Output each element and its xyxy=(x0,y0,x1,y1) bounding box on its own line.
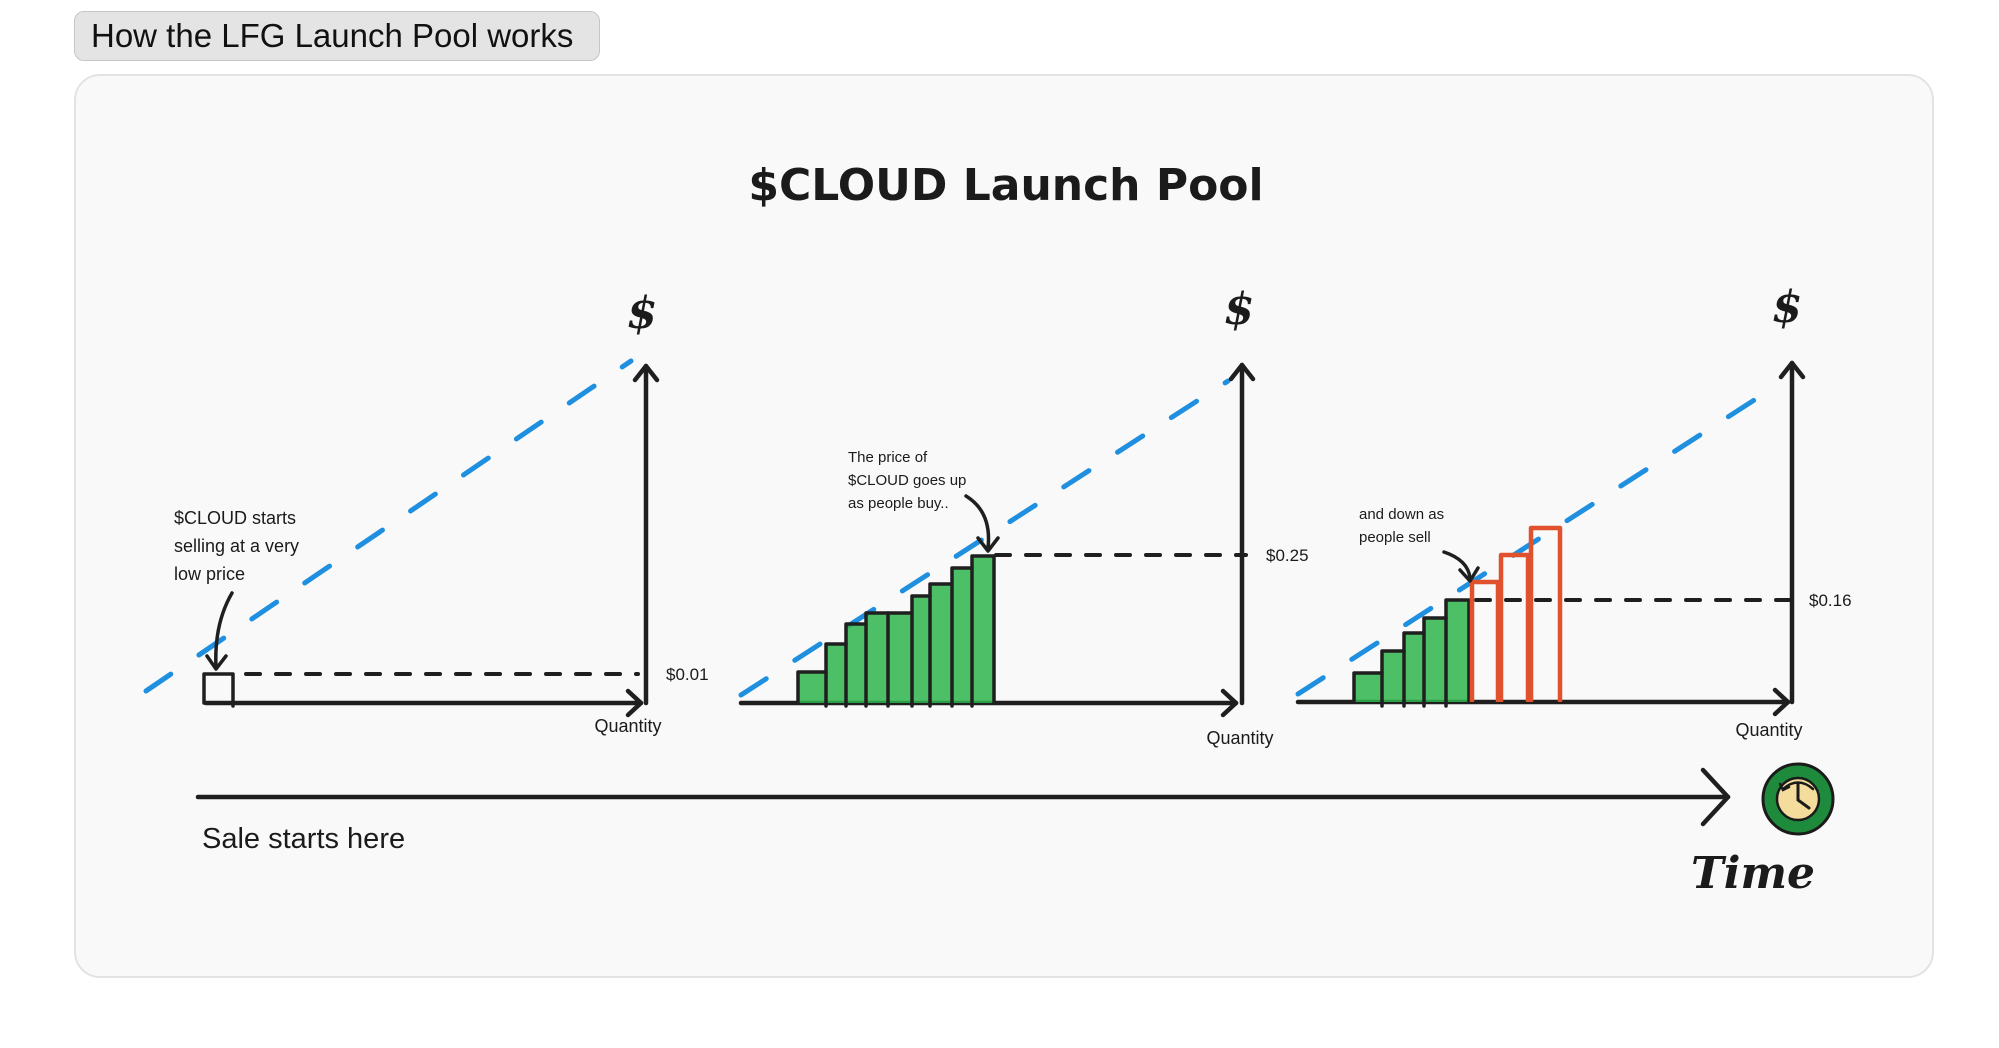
price-label: $0.25 xyxy=(1266,546,1309,565)
x-axis-arrowhead xyxy=(625,688,644,718)
price-label: $0.16 xyxy=(1809,591,1852,610)
y-axis-label: $ xyxy=(1224,284,1255,335)
note-arrow-head xyxy=(976,536,1000,553)
note-arrow xyxy=(964,494,991,550)
y-axis-label: $ xyxy=(1772,282,1803,333)
panel-buy: $ Quantity $0.25 The price of $CLOUD goe… xyxy=(738,284,1309,748)
timeline-end-label: Time xyxy=(1691,848,1815,899)
note-arrow xyxy=(214,591,234,669)
note-arrow-head xyxy=(205,654,228,671)
y-axis-arrowhead xyxy=(1778,360,1806,380)
launch-pool-diagram: $CLOUD Launch Pool $ Quantity $0.01 $CLO… xyxy=(143,160,1852,899)
y-axis-arrowhead xyxy=(632,363,660,383)
x-axis-label: Quantity xyxy=(1206,728,1273,748)
note-arrow-head xyxy=(1458,566,1480,583)
x-axis-label: Quantity xyxy=(594,716,661,736)
y-axis-arrowhead xyxy=(1228,362,1256,382)
buy-steps xyxy=(796,554,996,708)
clock-icon xyxy=(1761,762,1835,836)
first-price-step xyxy=(202,672,235,708)
diagram-card: $CLOUD Launch Pool $ Quantity $0.01 $CLO… xyxy=(74,74,1934,978)
note-start: $CLOUD starts selling at a very low pric… xyxy=(174,508,304,584)
sell-steps xyxy=(1469,525,1563,702)
timeline-start-label: Sale starts here xyxy=(202,823,405,855)
note-sell: and down as people sell xyxy=(1359,506,1448,546)
diagram-title: $CLOUD Launch Pool xyxy=(748,160,1263,211)
timeline: Sale starts here Time xyxy=(195,762,1835,899)
x-axis-arrowhead xyxy=(1772,687,1791,717)
buy-steps xyxy=(1352,598,1471,708)
timeline-arrowhead xyxy=(1700,767,1731,827)
bonding-curve xyxy=(1295,383,1779,697)
x-axis-label: Quantity xyxy=(1735,720,1802,740)
note-buy: The price of $CLOUD goes up as people bu… xyxy=(848,449,971,512)
section-heading: How the LFG Launch Pool works xyxy=(74,11,601,61)
panel-sell: $ Quantity $0.16 and down as people sell xyxy=(1295,282,1852,740)
panel-start: $ Quantity $0.01 $CLOUD starts selling a… xyxy=(143,288,709,736)
price-label: $0.01 xyxy=(666,665,709,684)
x-axis-arrowhead xyxy=(1220,688,1239,718)
y-axis-label: $ xyxy=(627,288,658,339)
note-arrow xyxy=(1442,550,1472,580)
